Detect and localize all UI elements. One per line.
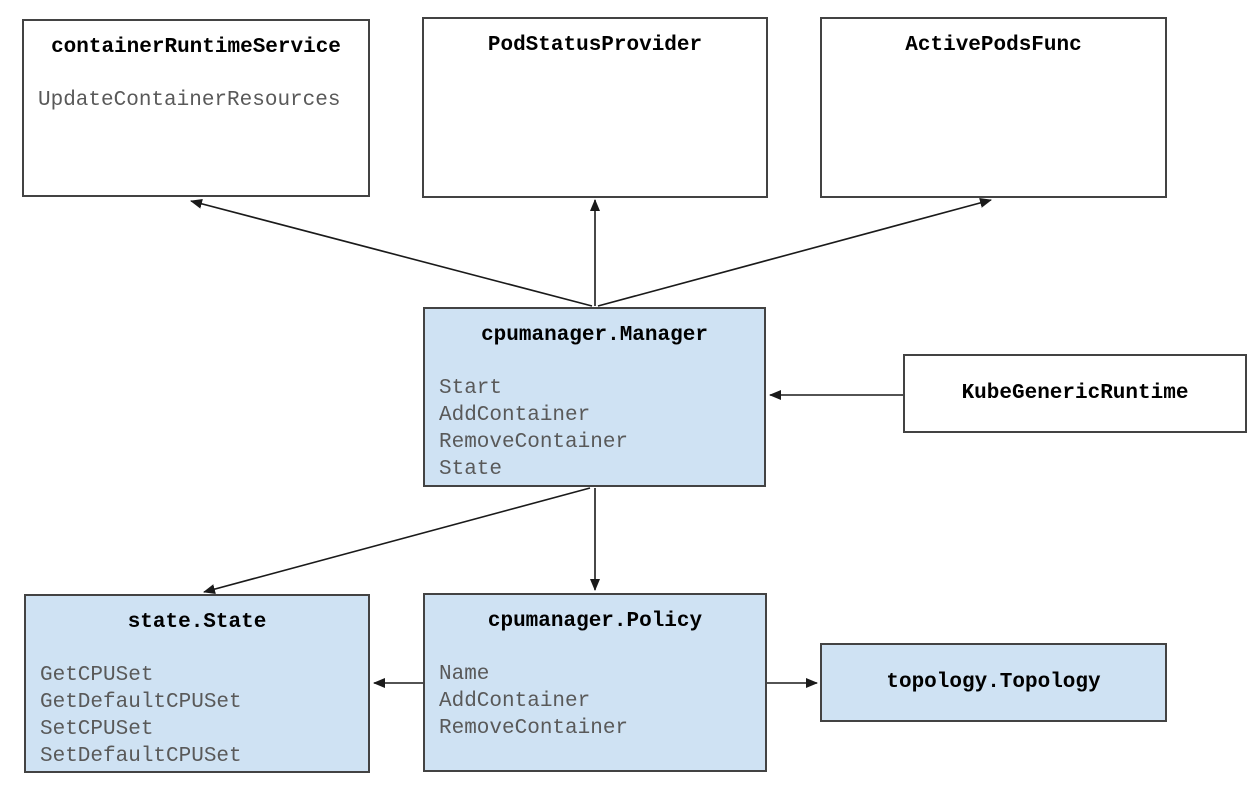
box-method: State — [439, 458, 503, 481]
box-title: ActivePodsFunc — [905, 34, 1082, 57]
box-method: RemoveContainer — [439, 717, 629, 740]
box-method: SetDefaultCPUSet — [40, 745, 242, 768]
box-title: cpumanager.Manager — [481, 324, 708, 347]
box-title: topology.Topology — [886, 671, 1101, 694]
box-title: cpumanager.Policy — [487, 610, 703, 633]
diagram-box-podstatusprovider: PodStatusProvider — [422, 17, 768, 198]
box-method: RemoveContainer — [439, 431, 629, 454]
edge-cpumanager-manager-to-containerruntimeservice — [190, 198, 593, 307]
box-method: GetDefaultCPUSet — [40, 691, 242, 714]
box-method: Name — [439, 663, 490, 686]
box-method: GetCPUSet — [40, 664, 154, 687]
edge-cpumanager-manager-to-state-state — [203, 487, 591, 594]
box-method-list: UpdateContainerResources — [38, 87, 354, 114]
diagram-box-activepodsfunc: ActivePodsFunc — [820, 17, 1167, 198]
diagram-box-kubegenericruntime: KubeGenericRuntime — [903, 354, 1247, 433]
box-title: KubeGenericRuntime — [961, 382, 1189, 405]
box-title: containerRuntimeService — [51, 36, 341, 59]
diagram-box-topology-topology: topology.Topology — [820, 643, 1167, 722]
box-method: AddContainer — [439, 690, 591, 713]
box-method: SetCPUSet — [40, 718, 154, 741]
edge-cpumanager-manager-to-activepodsfunc — [597, 198, 992, 307]
box-title: state.State — [127, 611, 267, 634]
box-method: Start — [439, 377, 503, 400]
box-method: AddContainer — [439, 404, 591, 427]
box-method: UpdateContainerResources — [38, 89, 341, 112]
box-title: PodStatusProvider — [487, 34, 703, 57]
